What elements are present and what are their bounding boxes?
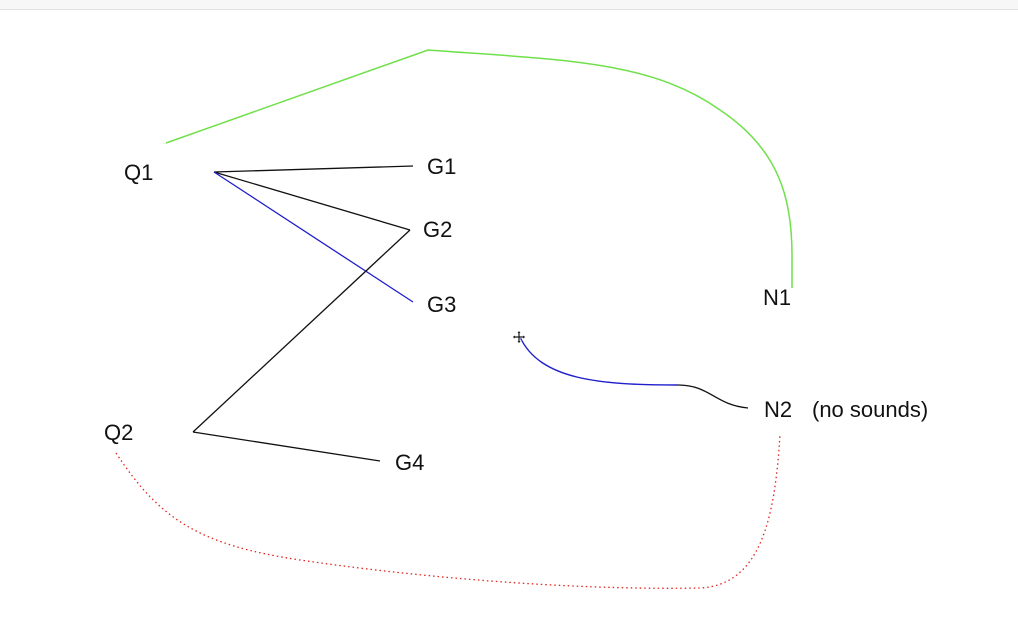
node-n1[interactable]: N1 [763,285,792,310]
edge-q1-g1 [213,165,414,173]
top-bar [0,0,1018,10]
node-g3[interactable]: G3 [427,292,457,317]
edge-q2-g4 [192,431,381,462]
node-n2-note: (no sounds) [812,397,929,422]
edge-cursor-n2-blue [519,336,679,386]
edge-q1-g2 [213,171,411,231]
node-q1[interactable]: Q1 [124,160,154,185]
edge-q1-g3-blue [213,171,414,303]
node-n2[interactable]: N2 [764,397,793,422]
node-g4[interactable]: G4 [395,450,425,475]
node-g1[interactable]: G1 [427,154,457,179]
node-q2[interactable]: Q2 [104,420,134,445]
edge-q2-n2-red-dotted [115,433,781,589]
edge-q1-n1-green [165,49,793,288]
edge-n2-black-tail [677,384,749,409]
move-cursor-icon [512,330,526,344]
edge-g2-q2 [192,229,411,433]
node-g2[interactable]: G2 [423,217,453,242]
